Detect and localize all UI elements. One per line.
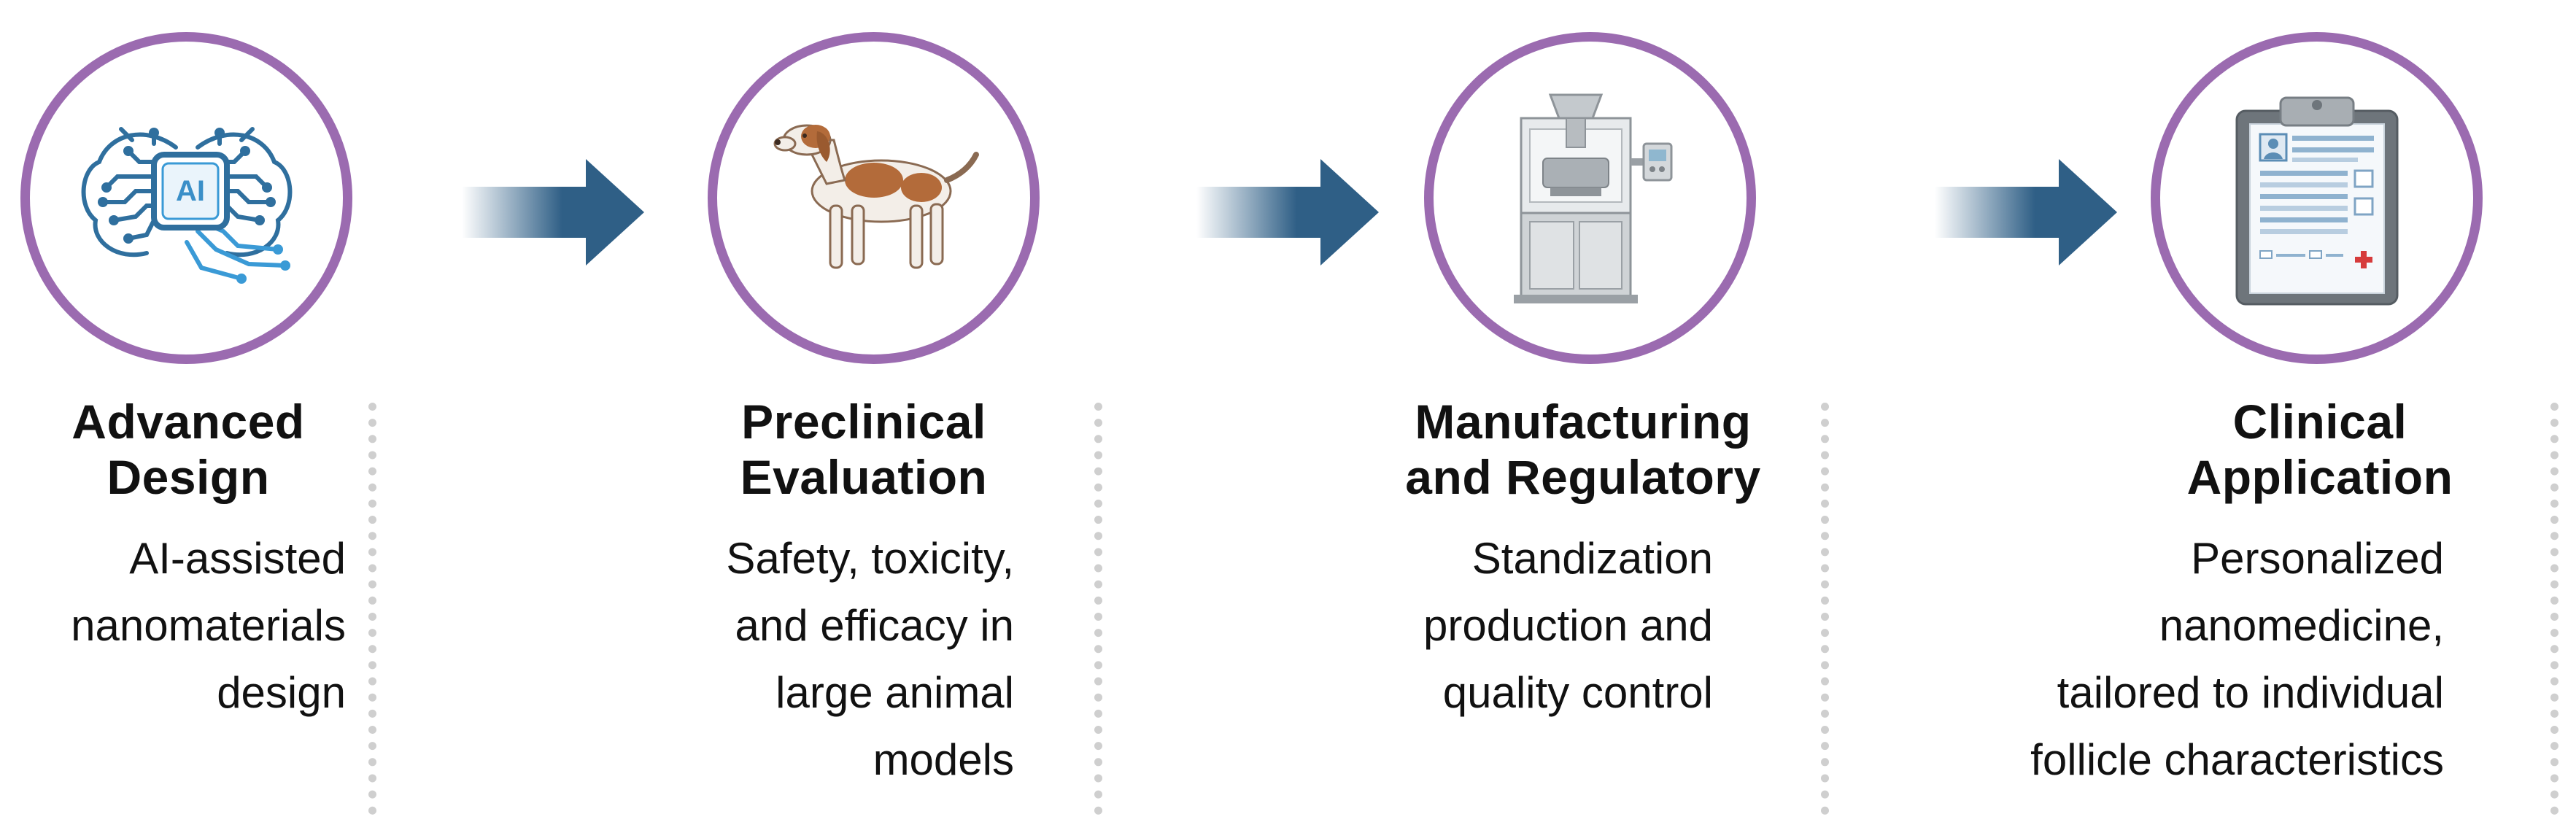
stage-title: Advanced Design: [35, 394, 341, 505]
description-line: models: [873, 735, 1014, 784]
stage-title: Clinical Application: [2130, 394, 2510, 505]
description-line: large animal: [775, 668, 1014, 717]
stage-description: Standization production and quality cont…: [1423, 525, 1713, 727]
stage-manufacturing-regulatory: Manufacturing and Regulatory Standizatio…: [1364, 0, 1802, 833]
stage-divider: [1821, 403, 1829, 815]
stage-circle: [708, 32, 1040, 364]
title-line: Evaluation: [740, 450, 988, 504]
ai-chip-label: AI: [176, 175, 205, 207]
title-line: Design: [107, 450, 270, 504]
description-line: design: [217, 668, 346, 717]
stage-advanced-design: AI Advanced Design AI-assisted nanomater…: [0, 0, 394, 833]
title-line: Advanced: [71, 395, 305, 449]
title-line: Preclinical: [741, 395, 986, 449]
description-line: nanomedicine,: [2159, 601, 2444, 650]
stage-circle: [1424, 32, 1756, 364]
title-line: Manufacturing: [1415, 395, 1752, 449]
description-line: production and: [1423, 601, 1713, 650]
stage-title: Manufacturing and Regulatory: [1364, 394, 1802, 505]
stage-divider: [368, 403, 376, 815]
stage-clinical-application: Clinical Application Personalized nanome…: [2014, 0, 2553, 833]
title-line: and Regulatory: [1405, 450, 1761, 504]
description-line: quality control: [1442, 668, 1713, 717]
manufacturing-machine-icon: [1513, 93, 1672, 303]
flow-arrow-icon: [1196, 159, 1379, 266]
flow-arrow-icon: [462, 159, 644, 266]
title-line: Application: [2186, 450, 2453, 504]
stage-preclinical-evaluation: Preclinical Evaluation Safety, toxicity,…: [678, 0, 1072, 833]
description-line: Safety, toxicity,: [726, 534, 1014, 583]
description-line: AI-assisted: [129, 534, 346, 583]
description-line: nanomaterials: [71, 601, 346, 650]
description-line: and efficacy in: [735, 601, 1014, 650]
description-line: Standization: [1471, 534, 1713, 583]
flow-arrow-icon: [1935, 159, 2117, 266]
stage-circle: [2151, 32, 2483, 364]
description-line: Personalized: [2191, 534, 2444, 583]
stage-description: AI-assisted nanomaterials design: [71, 525, 346, 727]
stage-divider: [2550, 403, 2558, 815]
stage-description: Safety, toxicity, and efficacy in large …: [726, 525, 1014, 794]
description-line: follicle characteristics: [2030, 735, 2444, 784]
ai-brain-icon: AI: [81, 126, 292, 284]
stage-divider: [1094, 403, 1102, 815]
description-line: tailored to individual: [2057, 668, 2444, 717]
clipboard-report-icon: [2235, 96, 2398, 305]
stage-circle: AI: [20, 32, 352, 364]
stage-description: Personalized nanomedicine, tailored to i…: [2030, 525, 2444, 794]
stage-title: Preclinical Evaluation: [711, 394, 1017, 505]
title-line: Clinical: [2232, 395, 2407, 449]
dog-icon: [773, 124, 979, 268]
